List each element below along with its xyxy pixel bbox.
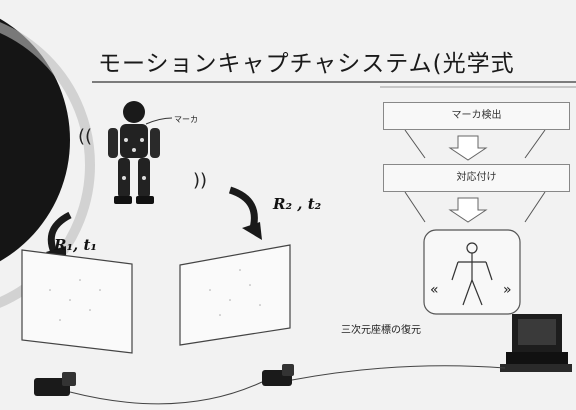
rotate-right-icon: » — [503, 282, 512, 298]
cable-camera1 — [69, 381, 263, 405]
camera1-pose-label: R₁, t₁ — [54, 236, 97, 254]
cable-camera2 — [291, 365, 506, 381]
image-plane-dots — [49, 269, 261, 321]
decorative-circle-ring — [0, 22, 95, 308]
stick-figure-icon — [451, 242, 493, 306]
reconstruction-label: 三次元座標の復元 — [341, 325, 421, 336]
marker-label: マーカ — [174, 115, 198, 124]
flow-arrow-2 — [404, 191, 546, 223]
camera-1-icon — [34, 372, 76, 396]
marker-pointer — [145, 117, 173, 125]
motion-right-icon: )) — [193, 170, 207, 191]
decorative-circle — [0, 18, 70, 262]
flow-step-marker-detection: マーカ検出 — [383, 102, 570, 130]
motion-left-icon: (( — [78, 126, 92, 147]
robot-figure — [108, 101, 160, 204]
image-plane-2 — [179, 244, 291, 346]
rotate-left-icon: « — [430, 282, 439, 298]
flow-arrow-1 — [404, 129, 546, 161]
camera-2-icon — [262, 364, 294, 386]
computer-icon — [500, 314, 572, 372]
camera2-pose-label: R₂ , t₂ — [273, 195, 322, 213]
flow-step-correspondence: 対応付け — [383, 164, 570, 192]
image-plane-1 — [21, 249, 133, 354]
slide-title: モーションキャプチャシステム(光学式 — [98, 51, 515, 77]
